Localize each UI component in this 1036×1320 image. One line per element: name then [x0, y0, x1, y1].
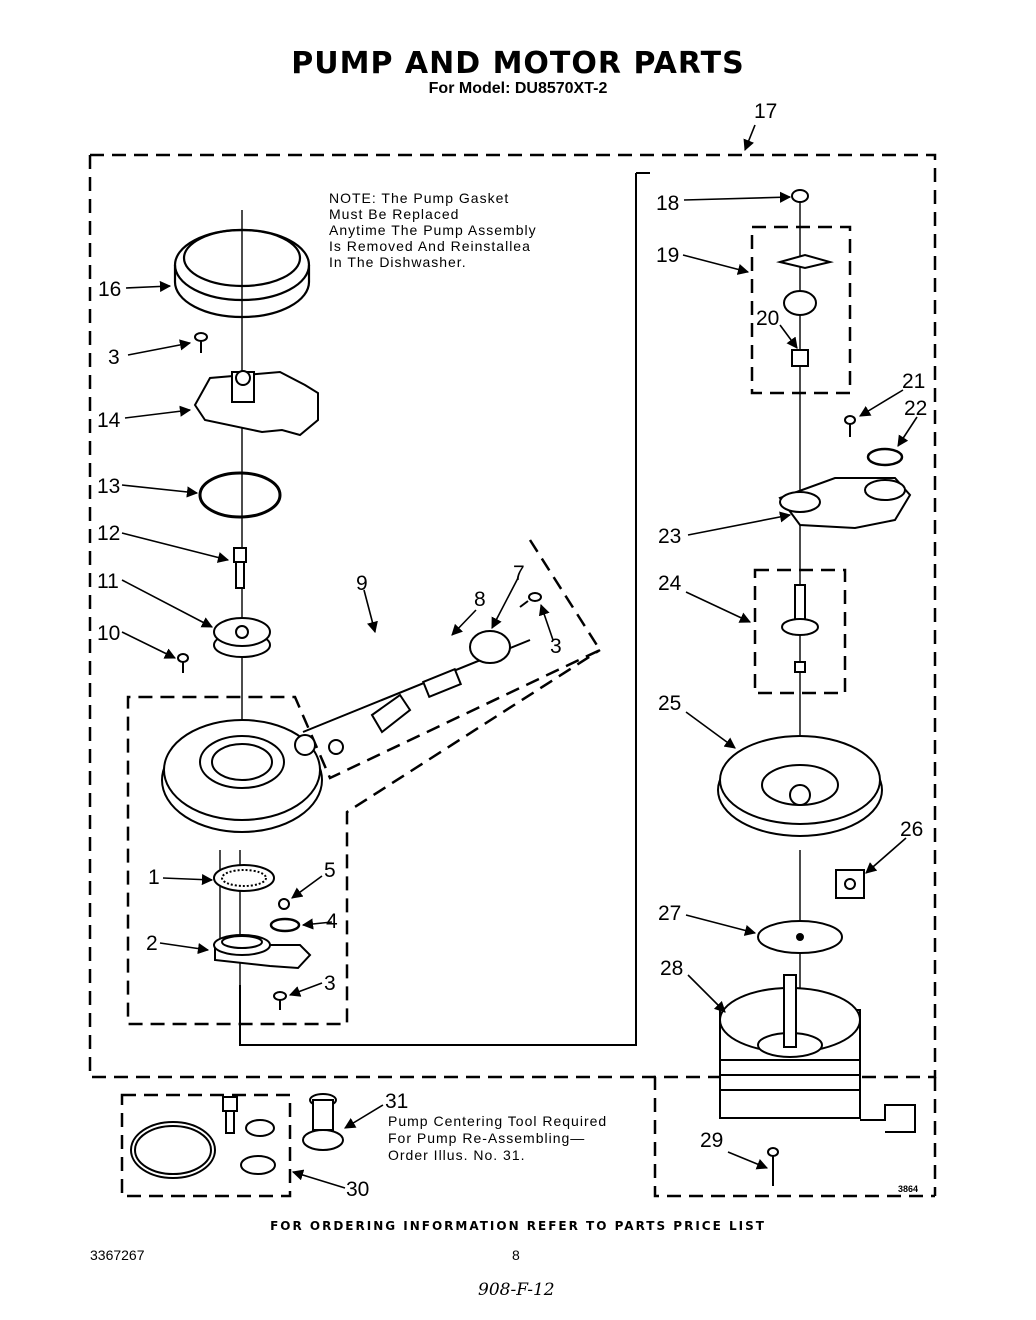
svg-text:Pump Centering Tool Required: Pump Centering Tool Required: [388, 1113, 607, 1129]
oring-22: [866, 447, 904, 467]
screw-3-lower: [273, 991, 287, 1010]
svg-text:For Pump Re-Assembling—: For Pump Re-Assembling—: [388, 1130, 585, 1146]
callout-10: 10: [97, 622, 120, 645]
callout-3-lower: 3: [324, 972, 336, 995]
handwritten-note: 908-F-12: [478, 1280, 555, 1300]
callout-4: 4: [326, 910, 338, 933]
solid-frame-lines: [239, 172, 650, 1046]
svg-text:In The Dishwasher.: In The Dishwasher.: [329, 254, 467, 270]
grommet-26: [835, 869, 865, 899]
callout-25: 25: [658, 692, 681, 715]
impeller-bolt-12: [233, 547, 247, 589]
callout-31: 31: [385, 1090, 408, 1113]
callout-9: 9: [356, 572, 368, 595]
motor-plate-23: [778, 477, 912, 530]
screw-29: [767, 1147, 779, 1186]
check-ball-5: [278, 898, 290, 910]
motor-28: [719, 974, 916, 1133]
screw-21: [844, 415, 856, 437]
svg-text:Order Illus. No. 31.: Order Illus. No. 31.: [388, 1147, 526, 1163]
callout-22: 22: [904, 397, 927, 420]
callout-2: 2: [146, 932, 158, 955]
callout-3-upper: 3: [108, 346, 120, 369]
screw-3-upper: [194, 332, 208, 353]
pump-cover-14: [193, 370, 319, 437]
model-subtitle: For Model: DU8570XT-2: [428, 80, 608, 97]
washer-18: [791, 189, 809, 203]
page-number: 8: [512, 1247, 520, 1263]
shaft-coupling-24: [781, 584, 819, 673]
callout-5: 5: [324, 859, 336, 882]
callout-26: 26: [900, 818, 923, 841]
callout-7: 7: [513, 562, 525, 585]
callout-14: 14: [97, 409, 121, 432]
callout-1: 1: [148, 866, 160, 889]
axis-lines: [219, 195, 801, 1000]
seal-4: [269, 917, 301, 933]
lower-housing-2: [213, 934, 312, 970]
callout-11: 11: [97, 570, 119, 593]
motor-mount-25: [717, 735, 883, 837]
leader-arrows: [121, 124, 918, 1189]
callout-27: 27: [658, 902, 681, 925]
svg-text:Must Be Replaced: Must Be Replaced: [329, 206, 459, 222]
callout-17: 17: [754, 100, 777, 123]
svg-text:Is Removed And Reinstallea: Is Removed And Reinstallea: [329, 238, 531, 254]
centering-tool-31: [302, 1093, 344, 1151]
callout-8: 8: [474, 588, 486, 611]
callout-labels: 17 18 19 20 21 22 23 24 25 26 27 28 29 3…: [97, 100, 927, 1201]
bracket-assembly-19: [776, 253, 834, 367]
callout-12: 12: [97, 522, 120, 545]
filter-screen-1: [213, 864, 275, 892]
assembly-boundary-dashed: [88, 153, 937, 1198]
callout-28: 28: [660, 957, 683, 980]
pump-gasket-note: NOTE: The Pump Gasket Must Be Replaced A…: [329, 190, 537, 270]
callout-23: 23: [658, 525, 681, 548]
pump-housing: [161, 719, 323, 833]
valve-assembly-9: [328, 592, 542, 755]
screw-10: [177, 653, 189, 673]
callout-18: 18: [656, 192, 679, 215]
pump-gasket-16: [173, 228, 311, 319]
callout-30: 30: [346, 1178, 369, 1201]
callout-21: 21: [902, 370, 925, 393]
ordering-info: FOR ORDERING INFORMATION REFER TO PARTS …: [270, 1219, 766, 1233]
centering-tool-note: Pump Centering Tool Required For Pump Re…: [388, 1113, 607, 1163]
gasket-kit-30: [130, 1096, 276, 1179]
impeller-11: [213, 617, 271, 658]
slinger-disc-27: [757, 920, 843, 954]
callout-3-valve: 3: [550, 635, 562, 658]
callout-16: 16: [98, 278, 121, 301]
callout-19: 19: [656, 244, 679, 267]
document-number: 3367267: [90, 1247, 145, 1263]
callout-24: 24: [658, 572, 682, 595]
oring-13: [198, 471, 282, 519]
svg-text:NOTE: The Pump Gasket: NOTE: The Pump Gasket: [329, 190, 509, 206]
callout-29: 29: [700, 1129, 723, 1152]
callout-20: 20: [756, 307, 779, 330]
page-title: PUMP AND MOTOR PARTS: [291, 46, 745, 81]
svg-text:Anytime The Pump Assembly: Anytime The Pump Assembly: [329, 222, 537, 238]
callout-13: 13: [97, 475, 120, 498]
art-number: 3864: [898, 1184, 918, 1194]
